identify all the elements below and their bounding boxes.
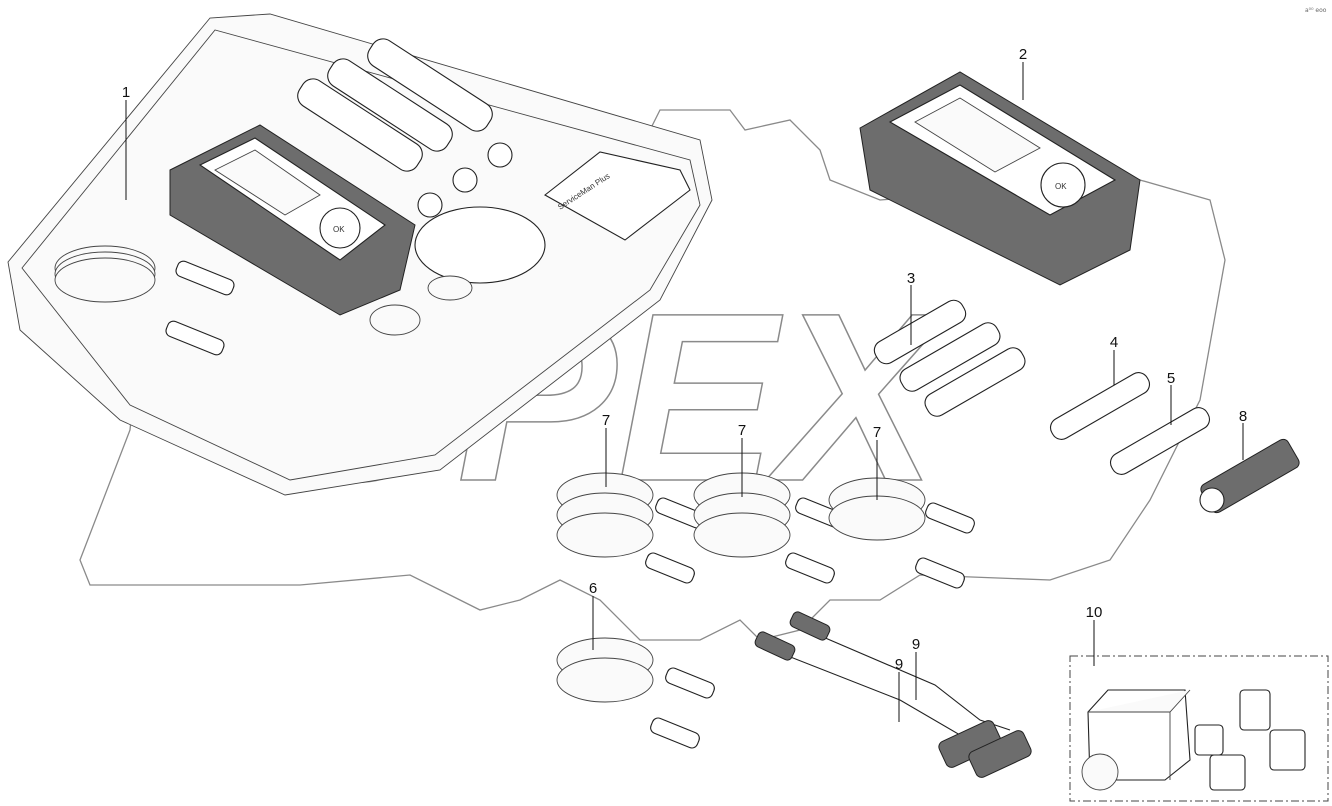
callout-5: 5 xyxy=(1167,370,1175,387)
callout-7a: 7 xyxy=(602,412,610,429)
case-manual xyxy=(544,151,691,241)
callouts: 1 2 3 4 5 6 7 7 7 8 9 9 10 xyxy=(122,46,1247,673)
svg-text:OK: OK xyxy=(333,225,345,234)
case-cd xyxy=(414,206,546,284)
callout-7b: 7 xyxy=(738,422,746,439)
callout-2: 2 xyxy=(1019,46,1027,63)
callout-9b: 9 xyxy=(912,636,920,653)
svg-text:OK: OK xyxy=(1055,182,1067,191)
coiled-cable-7b xyxy=(693,472,845,584)
coiled-cable-7a xyxy=(556,472,705,584)
callout-3: 3 xyxy=(907,270,915,287)
case-handheld-device: OK xyxy=(169,124,416,316)
callout-8: 8 xyxy=(1239,408,1247,425)
leader-lines xyxy=(125,62,1244,722)
callout-7c: 7 xyxy=(873,424,881,441)
coiled-cable-6 xyxy=(556,637,715,749)
splitter-cables-9 xyxy=(754,611,1032,778)
probe-5 xyxy=(1109,407,1211,475)
adapter-8 xyxy=(1199,438,1300,514)
carrying-case-kit: OK ServiceMan Plus xyxy=(7,13,713,496)
callout-6: 6 xyxy=(589,580,597,597)
callout-10: 10 xyxy=(1086,604,1103,621)
probe-4 xyxy=(1049,372,1151,440)
coiled-cable-7c xyxy=(828,477,975,589)
case-probes xyxy=(297,38,513,218)
case-coiled-cable xyxy=(54,245,235,356)
probe-set-3 xyxy=(873,299,1026,417)
callout-4: 4 xyxy=(1110,334,1118,351)
callout-9a: 9 xyxy=(895,656,903,673)
charger-set-10 xyxy=(1069,655,1329,802)
handheld-device: OK xyxy=(859,71,1141,286)
corner-mark: a⁰⁰ eoo xyxy=(1305,7,1327,14)
callout-1: 1 xyxy=(122,84,130,101)
